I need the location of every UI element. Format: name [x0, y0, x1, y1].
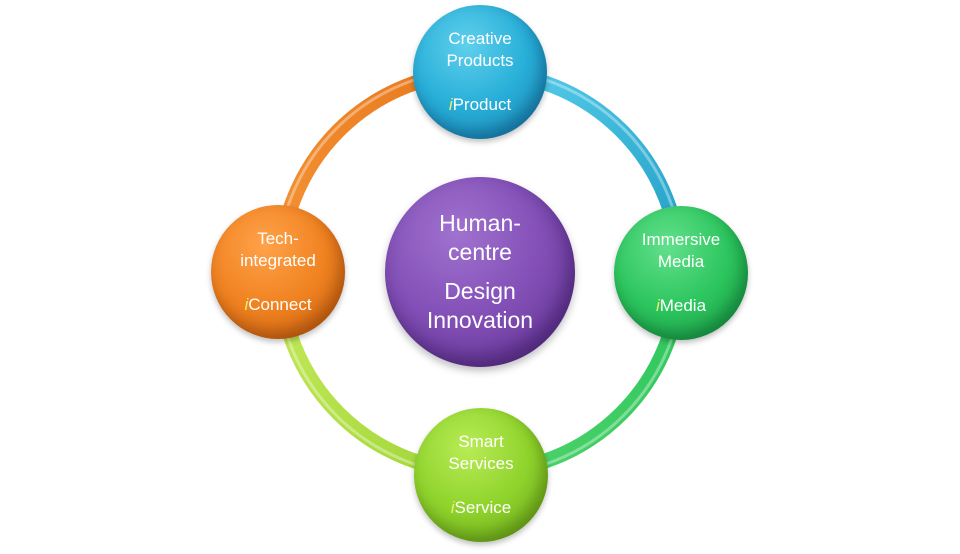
node-tech-integrated: Tech- integrated iConnect	[211, 205, 345, 339]
node-bottom-brand: iService	[451, 497, 511, 519]
center-line-2: centre	[448, 239, 512, 265]
node-smart-services: Smart Services iService	[414, 408, 548, 542]
node-right-line-1: Immersive	[641, 230, 721, 249]
node-left-brand-text: Connect	[248, 295, 312, 314]
node-left-prefix: i	[244, 295, 249, 314]
node-bottom-line-1: Smart	[458, 432, 504, 451]
node-creative-products: Creative Products iProduct	[413, 5, 547, 139]
node-right-brand-text: Media	[659, 296, 707, 315]
node-right-prefix: i	[655, 296, 660, 315]
node-bottom-brand-text: Service	[454, 498, 512, 517]
node-left-line-2: integrated	[240, 251, 316, 270]
node-left-line-1: Tech-	[257, 229, 299, 248]
center-line-4: Innovation	[426, 307, 534, 333]
node-immersive-media: Immersive Media iMedia	[614, 206, 748, 340]
center-circle-human-centre-design-innovation: Human- centre Design Innovation	[385, 177, 575, 367]
center-line-1: Human-	[439, 210, 521, 236]
node-top-prefix: i	[448, 95, 453, 114]
node-left-brand: iConnect	[244, 294, 311, 316]
node-top-brand-text: Product	[452, 95, 512, 114]
node-top-brand: iProduct	[449, 94, 511, 116]
center-line-3: Design	[444, 278, 516, 304]
node-bottom-prefix: i	[450, 498, 455, 517]
node-right-line-2: Media	[657, 252, 705, 271]
node-bottom-line-2: Services	[448, 454, 514, 473]
node-right-brand: iMedia	[656, 295, 706, 317]
node-top-line-2: Products	[446, 51, 514, 70]
node-top-line-1: Creative	[448, 29, 512, 48]
